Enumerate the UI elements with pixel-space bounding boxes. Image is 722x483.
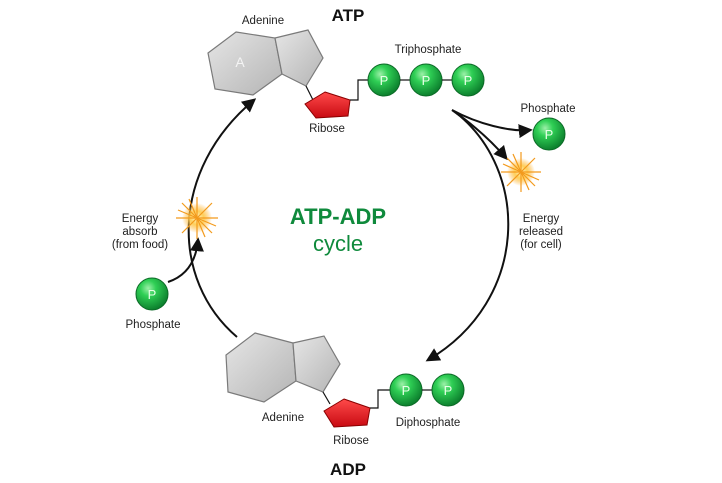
adp-molecule: Adenine Ribose P P Diphosphate ADP — [225, 332, 465, 479]
atp-ribose-phosphate-bond — [350, 79, 368, 101]
released-phosphate-label: Phosphate — [521, 103, 576, 115]
svg-text:P: P — [444, 383, 453, 398]
adp-ribose-icon — [323, 398, 371, 428]
adp-ribose-phosphate-bond — [370, 389, 390, 409]
adp-adenine-label: Adenine — [262, 412, 304, 424]
atp-to-adp-arrow — [425, 111, 510, 362]
atp-ribose-label: Ribose — [309, 123, 345, 135]
energy-absorbed-starburst-icon — [176, 197, 218, 239]
absorbed-phosphate-icon: P — [135, 277, 169, 311]
svg-text:P: P — [464, 73, 473, 88]
svg-text:P: P — [422, 73, 431, 88]
adp-adenine-ribose-bond — [322, 391, 331, 405]
atp-adenine-ribose-bond — [305, 85, 314, 101]
energy-released-line-3: (for cell) — [520, 239, 562, 251]
energy-released-starburst-icon — [501, 152, 541, 192]
atp-phosphate-icon: P — [409, 63, 443, 97]
phosphate-release-arrow — [451, 109, 533, 139]
energy-released-line-1: Energy — [523, 213, 560, 225]
atp-title: ATP — [332, 6, 365, 25]
svg-text:P: P — [148, 287, 157, 302]
released-phosphate-icon: P — [532, 117, 566, 151]
absorbed-phosphate-label: Phosphate — [126, 319, 181, 331]
cycle-title: ATP-ADP — [290, 204, 386, 229]
adp-phosphate-icon: P — [431, 373, 465, 407]
adp-phosphate-icon: P — [389, 373, 423, 407]
energy-absorbed-branch: Energy absorb (from food) P Phosphate — [112, 98, 257, 338]
atp-phosphate-icon: P — [451, 63, 485, 97]
atp-phosphate-icon: P — [367, 63, 401, 97]
energy-absorbed-line-3: (from food) — [112, 239, 168, 251]
svg-text:P: P — [402, 383, 411, 398]
atp-ribose-icon — [304, 91, 351, 119]
atp-triphosphate-label: Triphosphate — [395, 44, 462, 56]
svg-text:P: P — [380, 73, 389, 88]
atp-molecule: ATP Adenine A Ribose Triphosphate P P P — [207, 6, 485, 135]
svg-text:P: P — [545, 127, 554, 142]
adp-ribose-label: Ribose — [333, 435, 369, 447]
atp-adenine-letter: A — [235, 54, 245, 70]
energy-absorbed-line-1: Energy — [122, 213, 159, 225]
adp-diphosphate-label: Diphosphate — [396, 417, 461, 429]
energy-released-branch: Phosphate P Energy released (for cell) — [425, 103, 576, 362]
adp-title: ADP — [330, 460, 366, 479]
phosphate-absorb-arrow — [167, 237, 204, 283]
energy-released-line-2: released — [519, 226, 563, 238]
atp-adenine-icon: A — [207, 29, 324, 96]
atp-adenine-label: Adenine — [242, 15, 284, 27]
adp-adenine-icon — [225, 332, 341, 403]
cycle-subtitle: cycle — [313, 231, 363, 256]
energy-absorbed-line-2: absorb — [122, 226, 157, 238]
